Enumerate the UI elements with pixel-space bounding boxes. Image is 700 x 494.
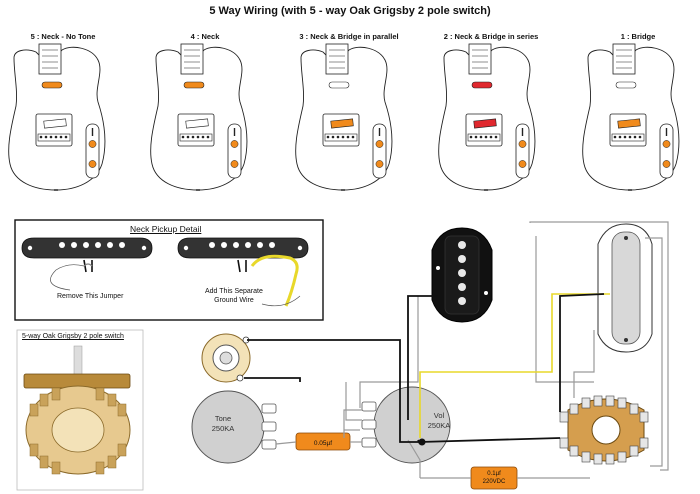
neck-pickup-detail-left: [21, 237, 153, 291]
yellow-wires: [419, 293, 610, 438]
add-ground-note: Add This Separate Ground Wire: [205, 288, 263, 305]
tone-cap-label: 0.05µf: [313, 440, 333, 447]
remove-jumper-note: Remove This Jumper: [57, 293, 124, 300]
position-label-2: 2 : Neck & Bridge in series: [443, 32, 539, 41]
output-jack: [201, 333, 251, 383]
treble-cap-value: 0.1µf: [487, 471, 501, 477]
add-ground-line1: Add This Separate: [205, 288, 263, 295]
volume-pot: [361, 386, 451, 464]
vol-pot-value: 250KA: [427, 421, 451, 430]
tone-pot-value: 250KA: [211, 424, 235, 433]
guitar-position-2: [437, 43, 536, 191]
guitar-position-1: [581, 43, 680, 191]
add-ground-line2: Ground Wire: [214, 296, 254, 304]
bridge-pickup: [43, 118, 67, 129]
neck-pickup: [328, 81, 350, 89]
diagram-title: 5 Way Wiring (with 5 - way Oak Grigsby 2…: [209, 5, 491, 17]
neck-pickup: [41, 81, 63, 89]
guitar-position-4: [149, 43, 248, 191]
position-label-4: 4 : Neck: [190, 32, 220, 41]
black-wires: [244, 293, 605, 445]
position-label-1: 1 : Bridge: [620, 32, 656, 41]
five-way-switch: [559, 395, 649, 465]
neck-pickup: [615, 81, 637, 89]
neck-pickup-detail-right: [177, 237, 309, 307]
treble-cap-label: 0.1µf 220VDC: [471, 471, 517, 486]
bridge-pickup: [617, 118, 641, 129]
neck-pickup-main: [431, 227, 493, 323]
position-label-5: 5 : Neck - No Tone: [30, 32, 96, 41]
neck-pickup: [183, 81, 205, 89]
neck-detail-title: Neck Pickup Detail: [130, 224, 202, 234]
bridge-pickup: [473, 118, 497, 129]
guitar-position-3: [294, 43, 393, 191]
vol-pot-label: Vol 250KA: [419, 411, 459, 431]
switch-photo-title: 5-way Oak Grigsby 2 pole switch: [22, 333, 124, 340]
ground-junction: [418, 438, 426, 446]
tone-pot-label: Tone 250KA: [198, 414, 248, 434]
gray-wires: [343, 221, 669, 478]
guitar-position-5: [7, 43, 106, 191]
neck-detail-box: [14, 219, 324, 321]
treble-cap-rating: 220VDC: [482, 478, 506, 485]
vol-pot-name: Vol: [433, 411, 445, 420]
oak-grigsby-switch-photo: [23, 345, 131, 475]
neck-pickup: [471, 81, 493, 89]
position-label-3: 3 : Neck & Bridge in parallel: [299, 32, 399, 41]
bridge-pickup: [330, 118, 354, 129]
bridge-pickup: [185, 118, 209, 129]
added-ground-wire: [250, 254, 299, 307]
tone-pot-name: Tone: [214, 414, 232, 423]
bridge-pickup-main: [597, 223, 653, 353]
tone-pot: [191, 390, 277, 464]
